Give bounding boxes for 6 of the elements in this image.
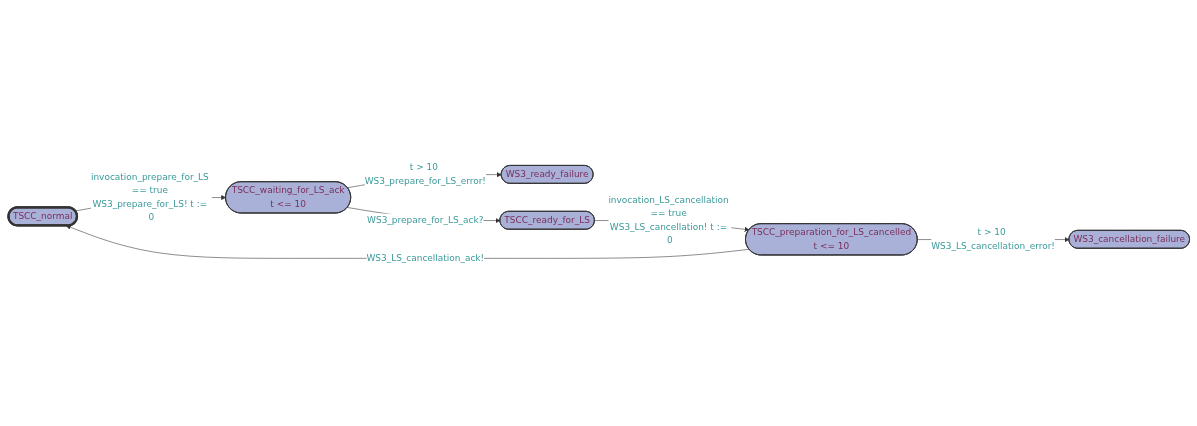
edge-label: t > 10 WS3_LS_cancellation_error! (930, 226, 1055, 252)
edge-label: WS3_LS_cancellation_ack! (365, 252, 484, 264)
edge-label: WS3_prepare_for_LS_ack? (366, 214, 483, 226)
edge-label: invocation_LS_cancellation == true WS3_LS_cancellation! t := 0 (607, 194, 729, 246)
edge-label: t > 10 WS3_prepare_for_LS_error! (364, 162, 486, 187)
edge-label: invocation_prepare_for_LS == true WS3_prepare_for_LS! t := 0 (90, 171, 209, 223)
